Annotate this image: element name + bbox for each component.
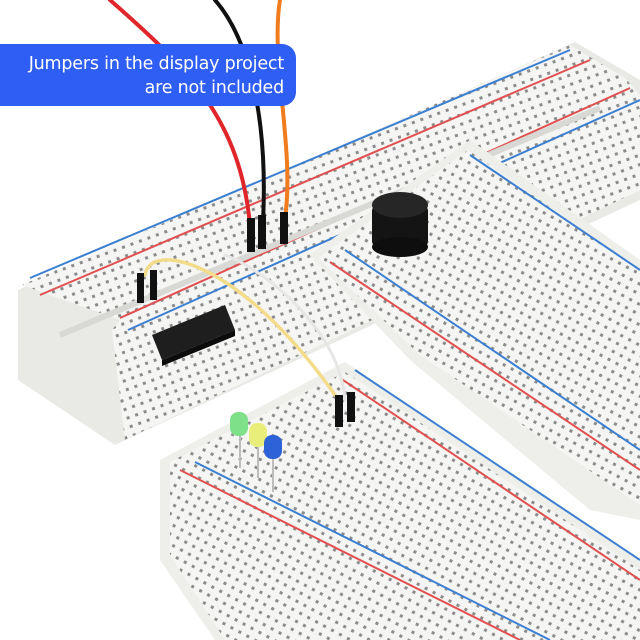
buzzer [372, 192, 428, 257]
led-green [230, 412, 248, 436]
led-yellow [249, 423, 267, 447]
header-pins [137, 212, 355, 427]
breadboard-front [160, 362, 640, 640]
jumper-wire-red [108, 0, 252, 227]
banner-line-2: are not included [144, 78, 285, 98]
jumper-wire-yellow [143, 258, 337, 397]
jumper-wire-orange [275, 0, 290, 220]
jumper-wire-white [223, 253, 347, 402]
led-blue [264, 435, 282, 459]
ic-chip [152, 305, 235, 366]
leds [230, 412, 282, 492]
info-banner: Jumpers in the display project are not i… [0, 44, 296, 106]
banner-line-1: Jumpers in the display project [28, 54, 284, 74]
